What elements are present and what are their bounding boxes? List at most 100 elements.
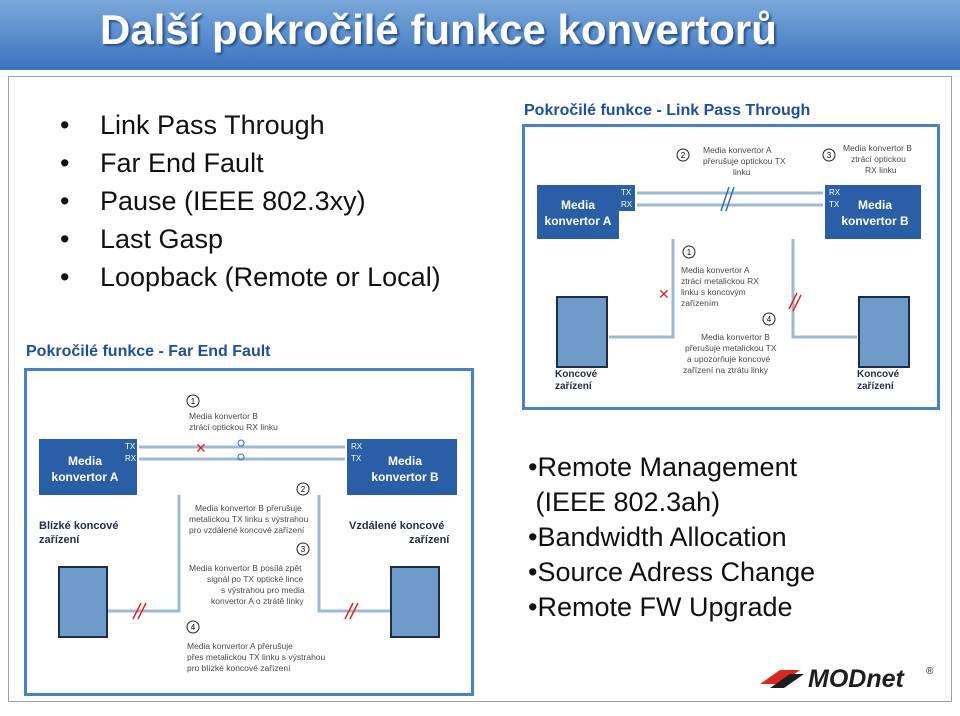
note-2: metalickou TX linku s výstrahou bbox=[189, 514, 309, 524]
note-4: Media konvertor A přerušuje bbox=[187, 641, 293, 651]
converter-b-box bbox=[825, 185, 921, 239]
converter-b-label: Media bbox=[858, 198, 892, 212]
logo-registered: ® bbox=[926, 666, 934, 677]
link-break-mark bbox=[344, 602, 354, 620]
note-1: Media konvertor B bbox=[189, 411, 258, 421]
bullet-item: •Source Adress Change bbox=[528, 557, 816, 587]
note-1: Media konvertor A bbox=[681, 265, 750, 275]
bullet-item: Last Gasp bbox=[60, 220, 441, 258]
port-rx-label: RX bbox=[125, 454, 137, 463]
port-tx-label: TX bbox=[621, 188, 632, 197]
slide-title: Další pokročilé funkce konvertorů bbox=[100, 6, 777, 53]
logo-stripe bbox=[770, 674, 804, 688]
diagram-lpt-canvas: Media konvertor A TX RX TX RX Media konv… bbox=[537, 143, 921, 392]
port-rx-label: RX bbox=[829, 188, 841, 197]
note-2: přerušuje optickou TX bbox=[703, 156, 786, 166]
link-break-mark bbox=[720, 186, 730, 212]
end-device-left-label: zařízení bbox=[555, 381, 593, 392]
far-end-label: Vzdálené koncové bbox=[349, 520, 444, 532]
copper-link bbox=[317, 495, 391, 613]
step-badge bbox=[822, 148, 836, 162]
bullet-item: (IEEE 802.3ah) bbox=[528, 487, 721, 517]
step-badge bbox=[186, 620, 200, 634]
note-2: pro vzdálené koncové zařízení bbox=[189, 525, 305, 535]
note-4: Media konvertor B bbox=[701, 332, 770, 342]
note-4: a upozorňuje koncové bbox=[687, 354, 770, 364]
far-end-device bbox=[390, 566, 440, 638]
note-3: ztrácí optickou bbox=[851, 154, 906, 164]
link-break-mark bbox=[792, 294, 802, 312]
bullet-item: •Remote FW Upgrade bbox=[528, 592, 793, 622]
end-device-left-label: Koncové bbox=[555, 369, 598, 380]
step-number: 1 bbox=[191, 397, 196, 406]
note-3: konvertor A o ztrátě linky bbox=[211, 596, 304, 606]
note-2: Media konvertor B přerušuje bbox=[195, 503, 302, 513]
port-tx-label: TX bbox=[125, 442, 136, 451]
logo-text: MODnet bbox=[808, 665, 906, 693]
converter-a-ports bbox=[619, 185, 635, 211]
logo-stripe bbox=[760, 670, 800, 684]
bullet-item: Pause (IEEE 802.3xy) bbox=[60, 182, 441, 220]
converter-a-label: Media bbox=[561, 198, 595, 212]
diagram-lpt: Media konvertor A TX RX TX RX Media konv… bbox=[522, 124, 940, 410]
note-3: signál po TX optické lince bbox=[207, 574, 304, 584]
note-4: zařízení na ztrátu linky bbox=[683, 365, 769, 375]
converter-b-box bbox=[347, 439, 457, 495]
diagram-fef-canvas: Media konvertor A TX RX Media konvertor … bbox=[39, 394, 457, 673]
link-fail-mark: ✕ bbox=[195, 440, 207, 456]
near-end-label: Blízké koncové bbox=[39, 520, 118, 532]
copper-link bbox=[107, 495, 181, 613]
converter-a-box bbox=[537, 185, 619, 239]
note-1: linku s koncovým bbox=[681, 287, 746, 297]
port-rx-label: RX bbox=[351, 442, 363, 451]
step-number: 4 bbox=[767, 315, 772, 324]
near-end-device bbox=[58, 566, 108, 638]
bullet-list-left: Link Pass Through Far End Fault Pause (I… bbox=[60, 106, 441, 296]
note-4: pro blízké koncové zařízení bbox=[187, 663, 291, 673]
signal-mark bbox=[237, 453, 245, 461]
note-4: přes metalickou TX linku s výstrahou bbox=[187, 652, 326, 662]
step-number: 3 bbox=[301, 545, 306, 554]
logo-mark-icon: MODnet ® bbox=[760, 665, 934, 693]
link-break-mark bbox=[725, 186, 735, 212]
converter-a-label: Media bbox=[68, 454, 102, 468]
diagram-lpt-title: Pokročilé funkce - Link Pass Through bbox=[524, 102, 811, 119]
step-badge bbox=[682, 245, 696, 259]
note-1: zařízením bbox=[681, 298, 718, 308]
note-3: Media konvertor B bbox=[843, 143, 912, 153]
note-2: linku bbox=[733, 167, 751, 177]
note-1: ztrácí optickou RX linku bbox=[189, 422, 278, 432]
end-device-right-label: Koncové bbox=[857, 369, 900, 380]
note-4: přerušuje metalickou TX bbox=[685, 343, 777, 353]
title-bar: Další pokročilé funkce konvertorů bbox=[0, 0, 960, 70]
port-rx-label: RX bbox=[621, 200, 633, 209]
copper-link bbox=[791, 239, 857, 339]
note-3: Media konvertor B posílá zpět bbox=[189, 563, 302, 573]
end-device-left bbox=[556, 296, 608, 368]
end-device-right bbox=[858, 296, 910, 368]
note-3: RX linku bbox=[865, 165, 897, 175]
bullet-item: Far End Fault bbox=[60, 144, 441, 182]
note-2: Media konvertor A bbox=[703, 145, 772, 155]
copper-link bbox=[609, 239, 675, 339]
bullet-item: Link Pass Through bbox=[60, 106, 441, 144]
diagram-fef-title: Pokročilé funkce - Far End Fault bbox=[26, 343, 271, 360]
port-tx-label: TX bbox=[829, 200, 840, 209]
step-badge bbox=[676, 148, 690, 162]
note-1: ztrácí metalickou RX bbox=[681, 276, 759, 286]
converter-b-label: Media bbox=[388, 454, 422, 468]
link-break-mark bbox=[137, 602, 147, 620]
link-break-mark bbox=[349, 602, 359, 620]
step-badge bbox=[296, 542, 310, 556]
step-number: 4 bbox=[191, 623, 196, 632]
port-tx-label: TX bbox=[351, 454, 362, 463]
bullet-list-right: •Remote Management (IEEE 802.3ah) •Bandw… bbox=[528, 450, 815, 625]
converter-b-label: konvertor B bbox=[841, 214, 909, 228]
step-number: 3 bbox=[827, 151, 832, 160]
bullet-item: Loopback (Remote or Local) bbox=[60, 258, 441, 296]
step-badge bbox=[762, 312, 776, 326]
converter-a-box bbox=[39, 439, 137, 495]
converter-a-label: konvertor A bbox=[545, 214, 612, 228]
near-end-label: zařízení bbox=[39, 534, 80, 546]
converter-b-label: konvertor B bbox=[371, 470, 439, 484]
